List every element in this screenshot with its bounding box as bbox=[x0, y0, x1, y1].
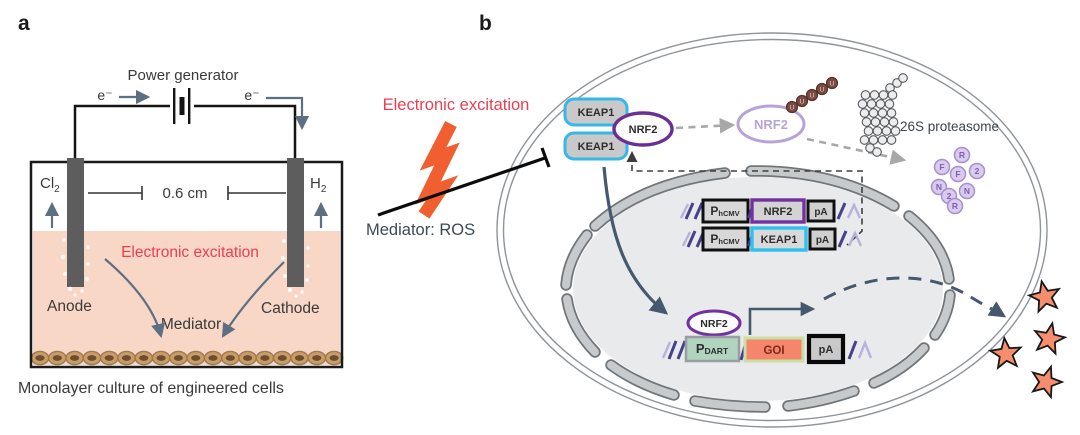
keap1-box-top bbox=[563, 97, 629, 127]
construct-nrf2: PhCMV NRF2 pA bbox=[679, 198, 862, 224]
ubiquitin-label: U bbox=[800, 99, 805, 106]
distance-label: 0.6 cm bbox=[162, 185, 207, 202]
pa-label-2: pA bbox=[816, 235, 829, 246]
circuit-wire-right bbox=[194, 104, 297, 160]
keap1-gene-box bbox=[750, 226, 808, 252]
phcmv-promoter-box-2 bbox=[701, 226, 750, 252]
fragment-letter: F bbox=[939, 162, 944, 172]
electronic-excitation-label-a: Electronic excitation bbox=[121, 244, 259, 261]
pa-label-3: pA bbox=[819, 344, 834, 356]
fragment-letter: R bbox=[959, 150, 965, 160]
nrf2-nuclear-oval bbox=[686, 309, 742, 337]
inhibition-line bbox=[377, 147, 551, 217]
fragment-letter: N bbox=[964, 186, 970, 196]
anode-label: Anode bbox=[47, 298, 92, 315]
goi-gene-label: GOI bbox=[763, 345, 784, 357]
fragment-letter: F bbox=[955, 169, 960, 179]
phcmv-label-1: PhCMV bbox=[710, 204, 739, 218]
electron-left-label: e⁻ bbox=[97, 87, 112, 103]
fragment-letter: R bbox=[952, 201, 958, 211]
proteasome-icon bbox=[857, 73, 908, 157]
nrf2-bound-label: NRF2 bbox=[629, 124, 658, 136]
mediator-label: Mediator bbox=[161, 316, 221, 333]
anode-electrode bbox=[67, 158, 84, 287]
pa-box-2 bbox=[808, 227, 837, 251]
nrf2-ubiquitinated-label: NRF2 bbox=[754, 117, 788, 132]
nrf2-gene-box bbox=[750, 198, 806, 224]
cathode-label: Cathode bbox=[261, 300, 320, 317]
mediator-ros-label: Mediator: ROS bbox=[366, 221, 475, 239]
pa-label-1: pA bbox=[814, 207, 827, 218]
nrf2-release-arrow bbox=[602, 166, 669, 315]
ubiquitin-label: U bbox=[810, 93, 815, 100]
ubiquitin-label: U bbox=[830, 81, 835, 88]
cathode-electrode bbox=[287, 158, 304, 287]
phcmv-label-2: PhCMV bbox=[710, 232, 739, 246]
power-generator-label: Power generator bbox=[128, 67, 239, 84]
h2-label: H2 bbox=[310, 175, 327, 195]
keap1-top-label: KEAP1 bbox=[578, 107, 615, 119]
ubiquitin-chain: U U U U U bbox=[785, 76, 839, 114]
phcmv-promoter-box-1 bbox=[701, 198, 750, 224]
degradation-arrow-2 bbox=[806, 137, 907, 165]
ubiquitin-label: U bbox=[790, 105, 795, 112]
keap1-gene-label: KEAP1 bbox=[761, 234, 798, 246]
nucleus bbox=[573, 177, 943, 401]
fragment-letter: N bbox=[936, 182, 942, 192]
proteasome-label: 26S proteasome bbox=[900, 119, 999, 134]
degradation-arrow-1 bbox=[675, 117, 736, 134]
battery-icon bbox=[173, 88, 191, 124]
cl2-label: Cl2 bbox=[40, 175, 60, 195]
nrf2-ubiquitinated-oval bbox=[736, 104, 806, 144]
culture-vessel bbox=[29, 160, 344, 369]
fragment-letter: 2 bbox=[947, 191, 952, 201]
goi-product-star bbox=[1030, 319, 1069, 356]
lightning-bolt-icon bbox=[415, 121, 460, 219]
mediator-arrow-right bbox=[221, 261, 285, 338]
pdart-promoter-box bbox=[684, 335, 741, 363]
nrf2-nuclear-label: NRF2 bbox=[700, 318, 728, 330]
fragment-letter: 2 bbox=[975, 166, 980, 176]
feedback-dashed-box bbox=[631, 165, 863, 246]
distance-line bbox=[88, 186, 286, 200]
nrf2-gene-label: NRF2 bbox=[764, 206, 793, 218]
panel-a: a Power generator e⁻ e⁻ bbox=[18, 12, 344, 397]
construct-goi: NRF2 PDART GOI pA bbox=[661, 301, 873, 365]
nrf2-bound-oval bbox=[612, 111, 674, 147]
pa-box-1 bbox=[806, 199, 836, 223]
keap1-box-bottom bbox=[563, 131, 629, 161]
keap1-bottom-label: KEAP1 bbox=[578, 141, 615, 153]
electron-flow-right-arrow bbox=[266, 96, 310, 131]
circuit-wire-left bbox=[73, 104, 170, 160]
goi-gene-box bbox=[743, 336, 805, 363]
pa-box-3 bbox=[806, 333, 846, 365]
mediator-arrow-left bbox=[104, 258, 166, 339]
panel-b: b Electronic excitation Mediator: ROS KE… bbox=[366, 12, 1069, 428]
gas-bubbles bbox=[60, 238, 310, 298]
transcription-arrow bbox=[748, 301, 816, 335]
electron-right-label: e⁻ bbox=[244, 87, 259, 103]
construct-keap1: PhCMV KEAP1 pA bbox=[681, 226, 863, 252]
panel-a-label: a bbox=[18, 12, 30, 35]
feedback-arrowhead bbox=[626, 151, 638, 162]
panel-a-caption: Monolayer culture of engineered cells bbox=[18, 380, 284, 397]
goi-product-star bbox=[1026, 361, 1067, 400]
ubiquitin-label: U bbox=[820, 87, 825, 94]
secretion-dashed-arrow bbox=[823, 276, 1007, 318]
panel-b-label: b bbox=[479, 12, 492, 35]
pdart-label: PDART bbox=[696, 341, 729, 356]
nrf2-fragments: R F 2 F N 2 N R bbox=[930, 146, 986, 215]
electronic-excitation-label-b: Electronic excitation bbox=[383, 96, 530, 114]
